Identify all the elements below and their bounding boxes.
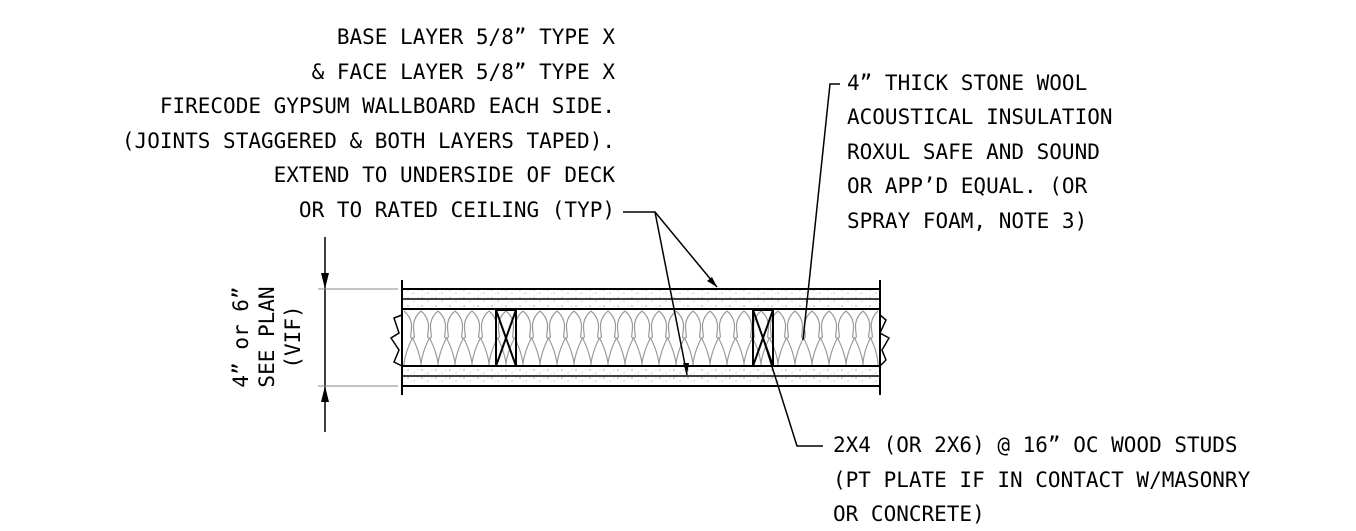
insulation-note: 4” THICK STONE WOOL ACOUSTICAL INSULATIO… <box>847 71 1113 233</box>
gypsum-note: BASE LAYER 5/8” TYPE X & FACE LAYER 5/8”… <box>122 25 615 222</box>
bottom-gypsum-layers <box>402 365 880 387</box>
gypsum-note-line-1: BASE LAYER 5/8” TYPE X <box>337 25 616 49</box>
top-gypsum-layers <box>402 288 880 310</box>
break-line-left <box>389 314 403 367</box>
gypsum-note-line-3: FIRECODE GYPSUM WALLBOARD EACH SIDE. <box>160 94 615 118</box>
thickness-dimension <box>318 237 398 432</box>
stud-note-line-3: OR CONCRETE) <box>833 502 985 526</box>
gypsum-leader <box>623 211 718 376</box>
gypsum-note-line-6: OR TO RATED CEILING (TYP) <box>299 198 615 222</box>
gypsum-note-line-5: EXTEND TO UNDERSIDE OF DECK <box>274 163 616 187</box>
stud-note-line-1: 2X4 (OR 2X6) @ 16” OC WOOD STUDS <box>833 433 1238 457</box>
gypsum-note-line-2: & FACE LAYER 5/8” TYPE X <box>312 60 616 84</box>
dimension-line-2: SEE PLAN <box>255 286 279 387</box>
break-line-right <box>879 314 891 367</box>
wall-assembly <box>389 280 891 395</box>
insulation-note-line-1: 4” THICK STONE WOOL <box>847 71 1087 95</box>
dimension-line-3: (VIF) <box>281 305 305 368</box>
gypsum-note-line-4: (JOINTS STAGGERED & BOTH LAYERS TAPED). <box>122 129 615 153</box>
dimension-label: 4” or 6” SEE PLAN (VIF) <box>229 286 305 387</box>
insulation-note-line-4: OR APP’D EQUAL. (OR <box>847 174 1088 198</box>
wood-stud-1 <box>495 309 517 367</box>
stud-note: 2X4 (OR 2X6) @ 16” OC WOOD STUDS (PT PLA… <box>833 433 1251 526</box>
dimension-line-1: 4” or 6” <box>229 286 253 387</box>
insulation-leader <box>802 83 840 341</box>
dimension-arrow-bottom <box>321 386 329 402</box>
stud-leader <box>762 337 823 447</box>
insulation-note-line-2: ACOUSTICAL INSULATION <box>847 105 1113 129</box>
insulation-note-line-5: SPRAY FOAM, NOTE 3) <box>847 209 1087 233</box>
stud-note-line-2: (PT PLATE IF IN CONTACT W/MASONRY <box>833 468 1251 492</box>
insulation-note-line-3: ROXUL SAFE AND SOUND <box>847 140 1100 164</box>
insulation-batts <box>403 310 879 366</box>
dimension-arrow-top <box>321 273 329 289</box>
